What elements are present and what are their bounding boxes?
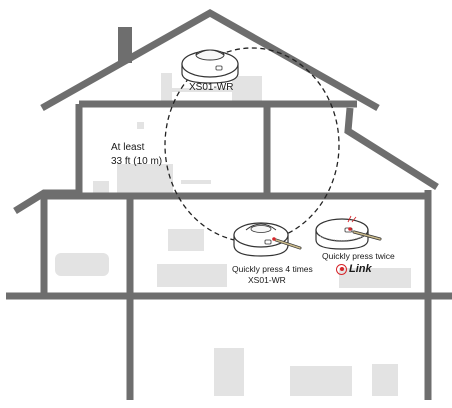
top-model-label: XS01-WR [189,82,234,93]
brand-logo: Link [336,263,372,275]
bedroom-bed [117,164,173,196]
bottom-device [233,222,302,257]
bottom-model-label: XS01-WR [248,275,286,285]
attic-table [168,88,238,92]
house-structure [6,8,452,400]
top-device [181,49,239,84]
brand-name: Link [349,263,372,275]
distance-line-1: At least [111,142,145,153]
basement-shelf [214,348,244,396]
distance-label: At least 33 ft (10 m) [111,141,162,169]
press-twice-label: Quickly press twice [322,251,395,261]
furniture [55,73,411,396]
basement-chair [372,364,398,396]
garage-car [55,253,109,276]
ceiling-lamp [137,122,144,129]
main-roof [40,8,380,112]
hub-device [315,215,382,250]
range-dashed-circle [164,47,340,243]
attic-chair-left [161,73,172,101]
distance-line-2: 33 ft (10 m) [111,156,163,167]
living-tv [168,229,204,251]
basement-sofa [290,366,352,396]
kitchen-table [339,268,411,288]
bedroom-table [181,180,211,184]
chimney [118,27,132,63]
living-sofa [157,264,227,287]
brand-mark-icon [336,263,347,275]
bedroom-chair [93,181,109,196]
right-roof [344,107,439,190]
press-four-label: Quickly press 4 times [232,264,313,274]
